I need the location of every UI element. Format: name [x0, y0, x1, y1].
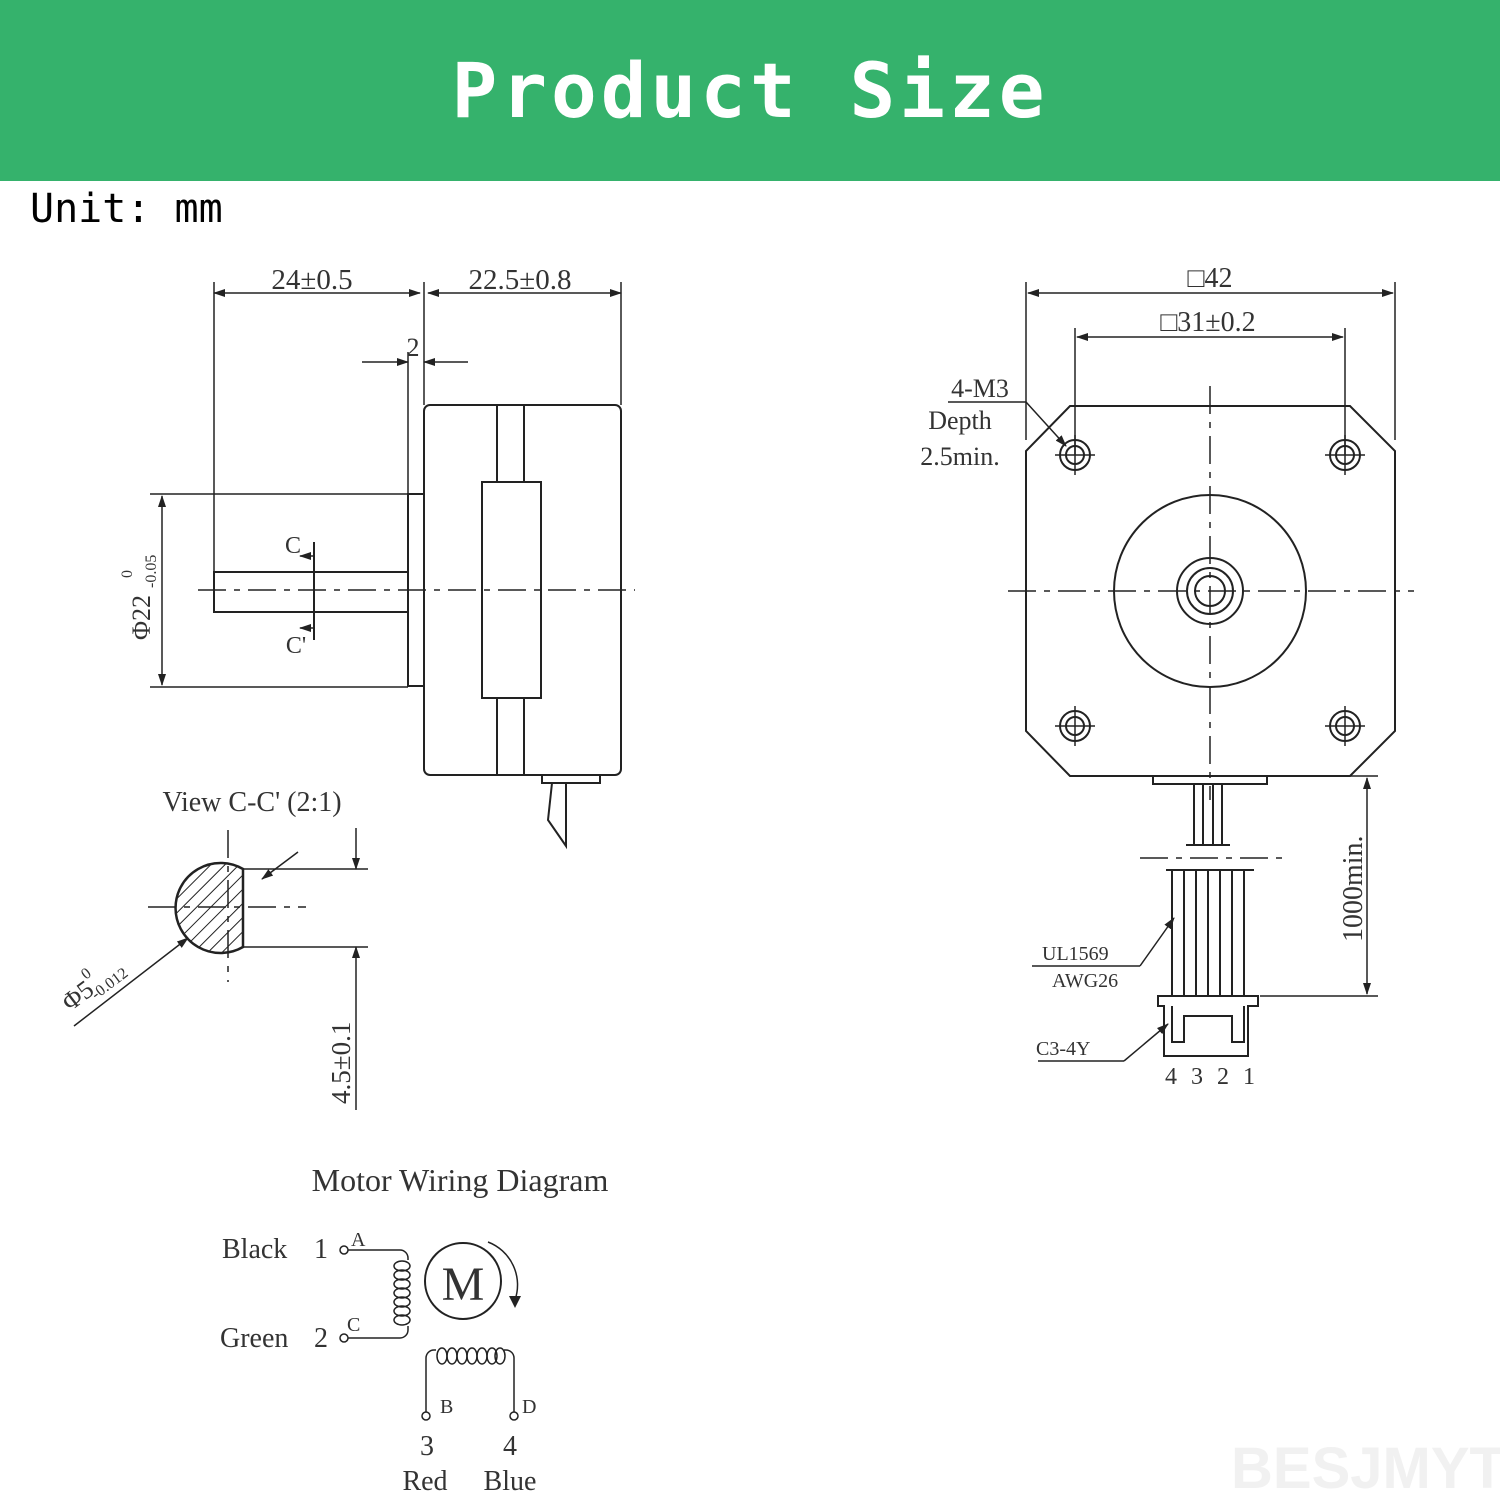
section-mark-bottom: C'	[286, 633, 306, 659]
hole-spec-label: 4-M3	[951, 374, 1009, 403]
page-title: Product Size	[451, 46, 1049, 135]
dim-shaft-diameter-lower: -0.012	[88, 965, 131, 1003]
section-view-title: View C-C' (2:1)	[162, 787, 341, 818]
connector-label: C3-4Y	[1036, 1038, 1090, 1060]
coil-bd	[436, 1347, 506, 1365]
cable-length-label: 1000min.	[1338, 835, 1369, 942]
cable-type-label: UL1569	[1042, 943, 1109, 965]
dim-body-diameter-upper: 0	[119, 570, 136, 578]
wiring-title: Motor Wiring Diagram	[312, 1162, 609, 1198]
wire-color-black: Black	[222, 1234, 287, 1265]
wire-color-green: Green	[220, 1323, 288, 1354]
front-view: 4-M3 Depth 2.5min. □42 □31±0.2 1000min. …	[920, 263, 1414, 1090]
motor-letter: M	[442, 1258, 485, 1311]
terminal-c: C	[347, 1314, 360, 1336]
wire-color-red: Red	[402, 1466, 447, 1497]
dim-body-length: 22.5±0.8	[469, 264, 572, 296]
pin-label: 2	[1217, 1064, 1229, 1090]
dim-flange-thickness: 2	[407, 333, 420, 362]
cable-gauge-label: AWG26	[1052, 970, 1118, 992]
mounting-holes	[1055, 435, 1365, 746]
section-view: View C-C' (2:1) Φ5 0 -0.012 4.5±0.1	[56, 787, 368, 1110]
dim-body-diameter: Φ22	[127, 595, 156, 640]
dim-shaft-length: 24±0.5	[271, 264, 352, 296]
section-mark-top: C	[285, 533, 301, 559]
pin-label: 1	[1243, 1064, 1255, 1090]
wire-color-blue: Blue	[484, 1466, 537, 1497]
dim-body-width: □42	[1188, 263, 1233, 294]
hole-depth-label: Depth	[928, 406, 992, 435]
dim-shaft-flat: 4.5±0.1	[326, 1022, 356, 1104]
unit-label: Unit: mm	[30, 186, 223, 232]
wire-number-2: 2	[314, 1323, 328, 1354]
motor-symbol	[424, 1242, 502, 1320]
pin-label: 4	[1165, 1064, 1177, 1090]
wiring-diagram: Motor Wiring Diagram Black 1 A Green 2 C…	[220, 1162, 608, 1497]
terminal-d: D	[522, 1396, 536, 1418]
pin-label: 3	[1191, 1064, 1203, 1090]
wire-number-1: 1	[314, 1234, 328, 1265]
watermark: BESJMYT	[1231, 1436, 1500, 1500]
wire-number-4: 4	[503, 1431, 517, 1462]
terminal-a: A	[351, 1229, 366, 1251]
hole-depth-value: 2.5min.	[920, 442, 999, 471]
side-view: 24±0.5 22.5±0.8 2 C C' Φ22 0 -0.05	[119, 264, 635, 850]
terminal-b: B	[440, 1396, 453, 1418]
coil-ab	[393, 1260, 411, 1326]
dim-body-diameter-lower: -0.05	[143, 555, 160, 588]
header-banner: Product Size	[0, 0, 1500, 181]
wire-number-3: 3	[420, 1431, 434, 1462]
dim-hole-spacing: □31±0.2	[1160, 307, 1255, 338]
